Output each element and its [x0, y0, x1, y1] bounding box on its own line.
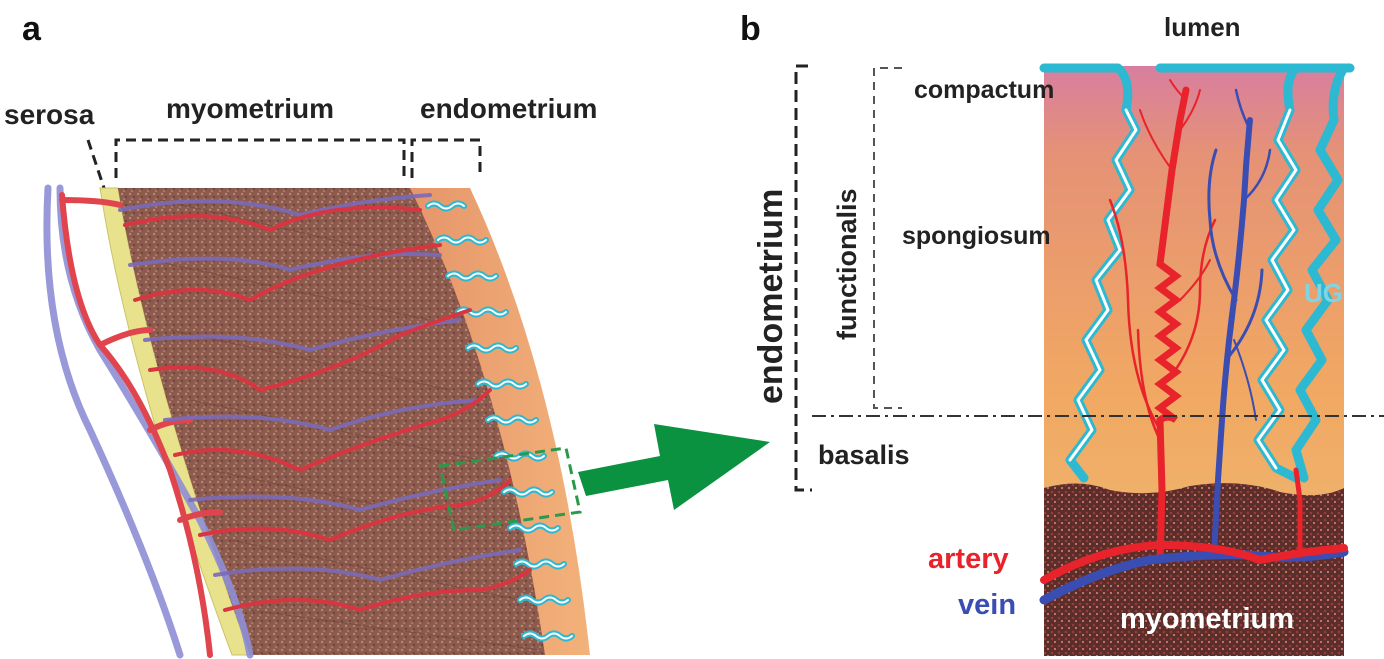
- label-serosa: serosa: [4, 99, 95, 130]
- panel-a-letter: a: [22, 10, 42, 48]
- myometrium-layer: [118, 188, 560, 655]
- serosal-arteries: [59, 192, 223, 658]
- radial-veins-a: [118, 193, 522, 583]
- label-endometrium-a: endometrium: [420, 93, 597, 124]
- label-myometrium-a: myometrium: [166, 93, 334, 124]
- label-ug: UG: [1304, 278, 1343, 308]
- basal-vessels: [1039, 540, 1349, 605]
- label-vein: vein: [958, 589, 1016, 621]
- label-artery: artery: [928, 543, 1009, 575]
- label-compactum: compactum: [914, 76, 1054, 104]
- spiral-artery: [1108, 79, 1303, 564]
- label-basalis: basalis: [818, 440, 910, 470]
- highlight-box: [438, 446, 582, 532]
- panel-b-brackets: [794, 64, 812, 492]
- myometrium-base: [1044, 483, 1344, 656]
- uterine-glands-b: [1039, 63, 1355, 483]
- label-functionalis: functionalis: [832, 188, 862, 340]
- label-myometrium-b: myometrium: [1120, 603, 1294, 635]
- endometrial-vein: [1207, 88, 1272, 558]
- radial-arteries-a: [123, 205, 532, 613]
- panel-b-letter: b: [740, 10, 761, 48]
- functionalis-bracket: [873, 67, 902, 409]
- label-endometrium-b: endometrium: [752, 189, 790, 404]
- label-lumen: lumen: [1164, 12, 1241, 42]
- zoom-arrow: [578, 424, 770, 510]
- label-spongiosum: spongiosum: [902, 222, 1051, 250]
- panel-a-brackets: [86, 138, 482, 189]
